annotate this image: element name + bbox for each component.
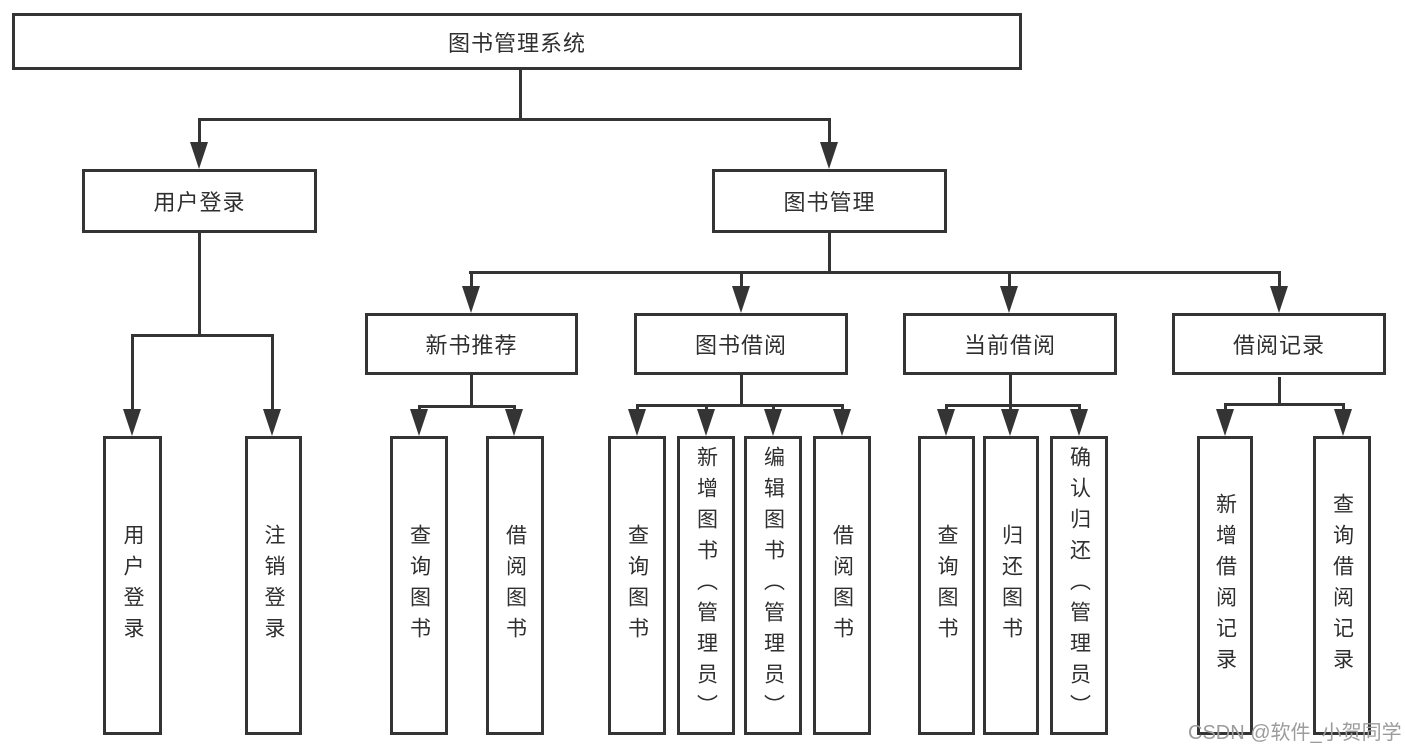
connector-line [1008,271,1011,289]
node-book-management: 图书管理 [712,169,947,233]
node-current-borrow: 当前借阅 [903,313,1117,375]
arrowhead-icon [1270,286,1288,313]
leaf-records-add-record: 新增借阅记录 [1197,436,1253,735]
arrowhead-icon [505,409,523,436]
connector-line [945,404,1081,407]
connector-line [1078,404,1081,412]
connector-line [1009,375,1012,406]
node-book-borrow: 图书借阅 [634,313,848,375]
leaf-newbook-borrow-books: 借阅图书 [486,436,544,735]
node-root: 图书管理系统 [12,13,1022,70]
connector-line [198,233,201,336]
arrowhead-icon [1000,286,1018,313]
connector-line [271,334,274,412]
leaf-borrow-add-books-admin: 新增图书（管理员） [677,436,735,735]
arrowhead-icon [732,286,750,313]
arrowhead-icon [628,409,646,436]
arrowhead-icon [833,409,851,436]
leaf-borrow-edit-books-admin: 编辑图书（管理员） [744,436,802,735]
arrowhead-icon [1216,409,1234,436]
connector-line [469,271,1281,274]
arrowhead-icon [764,409,782,436]
arrowhead-icon [820,142,838,169]
watermark: CSDN @软件_小贺同学 [1188,722,1402,744]
connector-line [198,118,831,121]
node-borrow-records: 借阅记录 [1172,313,1386,375]
connector-line [131,334,274,337]
connector-line [1342,403,1345,411]
connector-line [841,404,844,412]
connector-line [418,405,516,408]
arrowhead-icon [937,409,955,436]
connector-line [636,404,639,412]
arrowhead-icon [1334,409,1352,436]
node-user-login: 用户登录 [82,169,317,233]
arrowhead-icon [462,286,480,313]
arrowhead-icon [123,409,141,436]
connector-line [1278,377,1281,405]
connector-line [636,404,843,407]
connector-line [1224,403,1227,411]
arrowhead-icon [263,409,281,436]
leaf-borrow-query-books: 查询图书 [608,436,666,735]
connector-line [828,233,831,273]
arrowhead-icon [1001,409,1019,436]
connector-line [1009,404,1012,412]
connector-line [470,375,473,408]
connector-line [131,334,134,412]
leaf-current-query-books: 查询图书 [918,436,975,735]
connector-line [740,375,743,407]
leaf-current-confirm-return-admin: 确认归还（管理员） [1050,436,1108,735]
arrowhead-icon [410,409,428,436]
leaf-current-return-books: 归还图书 [983,436,1039,735]
leaf-newbook-query-books: 查询图书 [390,436,448,735]
connector-line [705,404,708,412]
connector-line [1278,271,1281,289]
leaf-logout: 注销登录 [245,436,302,735]
connector-line [772,404,775,412]
node-new-book-recommend: 新书推荐 [365,313,578,375]
arrowhead-icon [190,142,208,169]
connector-line [198,118,201,146]
arrowhead-icon [697,409,715,436]
connector-line [519,70,522,119]
connector-line [470,271,473,289]
leaf-borrow-borrow-books: 借阅图书 [813,436,871,735]
leaf-records-query-record: 查询借阅记录 [1313,436,1371,735]
connector-line [740,271,743,289]
connector-line [828,118,831,146]
connector-line [1224,403,1345,406]
connector-line [945,404,948,412]
leaf-user-login: 用户登录 [103,436,162,735]
arrowhead-icon [1070,409,1088,436]
